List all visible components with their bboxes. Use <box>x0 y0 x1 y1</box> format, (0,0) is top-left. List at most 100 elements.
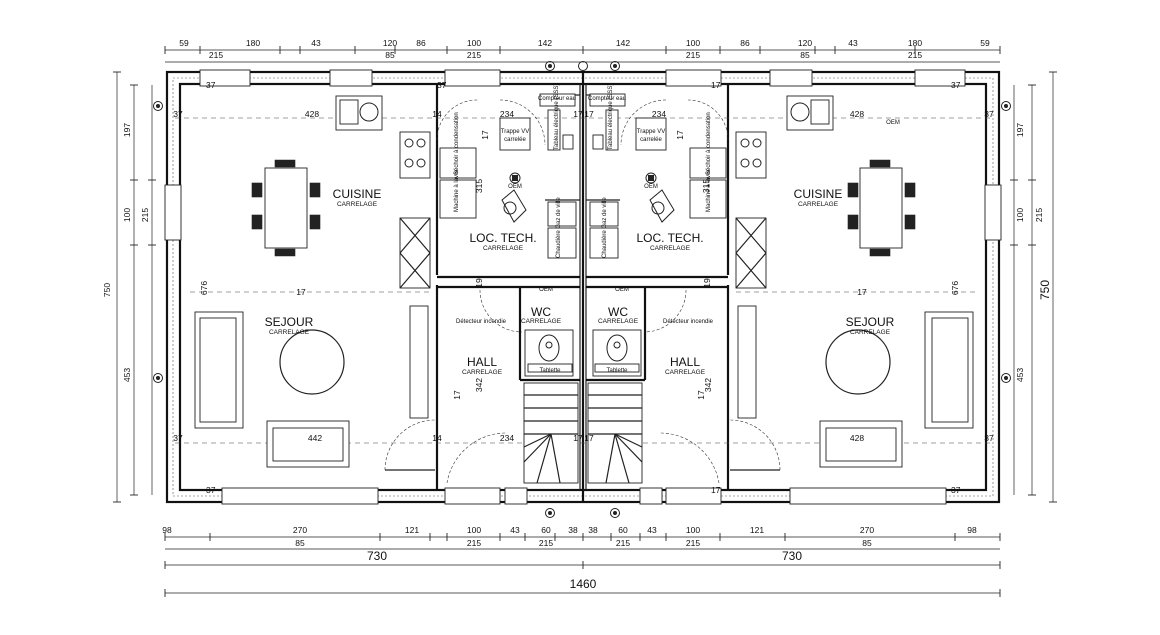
room-sejour-right: SEJOUR <box>846 315 895 329</box>
interior-walls-right <box>586 84 730 490</box>
chaudiere-right: Chaudière Gaz de ville <box>602 197 608 258</box>
dim-right-100: 100 <box>1015 208 1025 222</box>
oem-wc-right: OEM <box>615 287 629 293</box>
dim-right-453: 453 <box>1015 368 1025 382</box>
idim-20: 17 <box>584 433 594 443</box>
top-dim-13: 59 <box>980 38 990 48</box>
idim-34: 37 <box>951 80 961 90</box>
outer-walls <box>164 69 1002 505</box>
trappe-left-1: Trappe VV <box>501 129 529 135</box>
bot-dim-13: 98 <box>967 525 977 535</box>
bot-dim-9: 43 <box>647 525 657 535</box>
living-right <box>729 305 974 471</box>
idim-10: 17 <box>573 109 583 119</box>
top-dim2-4: 85 <box>800 50 810 60</box>
dim-left-100: 100 <box>122 208 132 222</box>
tablette-right: Tablette <box>606 368 628 374</box>
idim-4: 17 <box>296 287 306 297</box>
idim-24: 17 <box>857 287 867 297</box>
idim-23: 37 <box>984 109 994 119</box>
inner-dimensions: 37 428 14 37 17 676 442 37 14 37 17 17 2… <box>173 80 994 495</box>
top-dim-9: 86 <box>740 38 750 48</box>
interior-walls-left <box>435 84 580 490</box>
room-hall-right: HALL <box>670 355 700 369</box>
wc-right <box>592 289 687 377</box>
tableau-left: Tableau électrique (SSS) <box>554 84 560 150</box>
dim-left-750: 750 <box>102 283 112 297</box>
idim-14: 19 <box>474 278 484 288</box>
room-sejour-left: SEJOUR <box>265 315 314 329</box>
idim-22: 428 <box>850 433 864 443</box>
idim-8: 14 <box>432 433 442 443</box>
kitchen-left <box>335 95 431 289</box>
equipment-labels: Trappe VV carrelée Trappe VV carrelée OE… <box>454 84 900 374</box>
right-dimensions: 750 197 100 215 453 <box>1010 71 1057 503</box>
bot-dim-2: 121 <box>405 525 419 535</box>
dining-table-right <box>847 159 916 257</box>
dim-total: 1460 <box>570 577 597 591</box>
wc-left <box>479 289 574 377</box>
idim-27: 342 <box>703 378 713 392</box>
idim-29: 315 <box>701 179 711 193</box>
compteur-right: Compteur eau <box>588 96 626 102</box>
floor-loctech-right: CARRELAGE <box>650 245 691 252</box>
idim-2: 14 <box>432 109 442 119</box>
top-dim-4: 86 <box>416 38 426 48</box>
bot-dim-4: 43 <box>510 525 520 535</box>
dim-left-197: 197 <box>122 123 132 137</box>
left-dimensions: 750 197 100 215 453 <box>102 71 156 503</box>
top-dim2-2: 215 <box>467 50 481 60</box>
top-dim-6: 142 <box>538 38 552 48</box>
tablette-left: Tablette <box>539 368 561 374</box>
floor-sejour-left: CARRELAGE <box>269 329 310 336</box>
tableau-right: Tableau électrique (SSS) <box>608 84 614 150</box>
idim-9: 37 <box>206 485 216 495</box>
idim-25: 17 <box>675 130 685 140</box>
living-left <box>194 305 436 471</box>
idim-21: 428 <box>850 109 864 119</box>
bot-dim2-1: 215 <box>467 538 481 548</box>
idim-11: 17 <box>584 109 594 119</box>
idim-33: 17 <box>711 485 721 495</box>
bot-dim2-2: 215 <box>539 538 553 548</box>
idim-37: 19 <box>702 278 712 288</box>
dim-half-right: 730 <box>782 549 802 563</box>
room-hall-left: HALL <box>467 355 497 369</box>
idim-7: 37 <box>173 433 183 443</box>
dim-right-215: 215 <box>1034 208 1044 222</box>
bot-dim-12: 270 <box>860 525 874 535</box>
floor-wc-left: CARRELAGE <box>521 318 562 325</box>
sechoir-right: Séchoir à condensation <box>706 112 712 175</box>
idim-17: 17 <box>452 390 462 400</box>
bot-dim-10: 100 <box>686 525 700 535</box>
grid-markers <box>153 61 1011 518</box>
top-dim-8: 100 <box>686 38 700 48</box>
floor-wc-right: CARRELAGE <box>598 318 639 325</box>
floor-hall-right: CARRELAGE <box>665 369 706 376</box>
bot-dim2-0: 85 <box>295 538 305 548</box>
top-dim-5: 100 <box>467 38 481 48</box>
floor-sejour-right: CARRELAGE <box>850 329 891 336</box>
idim-12: 234 <box>500 109 514 119</box>
top-dim2-3: 215 <box>686 50 700 60</box>
idim-36: 37 <box>437 80 447 90</box>
machine-left: Machine à laver <box>454 170 460 212</box>
oem-tech-right: OEM <box>644 184 658 190</box>
top-dim-11: 43 <box>848 38 858 48</box>
idim-3: 37 <box>173 109 183 119</box>
dining-table-left <box>251 159 321 257</box>
top-dim-12: 180 <box>908 38 922 48</box>
bot-dim-6: 38 <box>568 525 578 535</box>
idim-31: 17 <box>711 80 721 90</box>
room-cuisine-left: CUISINE <box>333 187 382 201</box>
idim-28: 17 <box>696 390 706 400</box>
trappe-right-2: carrelée <box>640 137 662 143</box>
room-wc-right: WC <box>608 305 628 319</box>
dim-left-453: 453 <box>122 368 132 382</box>
room-cuisine-right: CUISINE <box>794 187 843 201</box>
room-wc-left: WC <box>531 305 551 319</box>
idim-0: 37 <box>206 80 216 90</box>
floor-cuisine-right: CARRELAGE <box>798 201 839 208</box>
idim-35: 37 <box>951 485 961 495</box>
